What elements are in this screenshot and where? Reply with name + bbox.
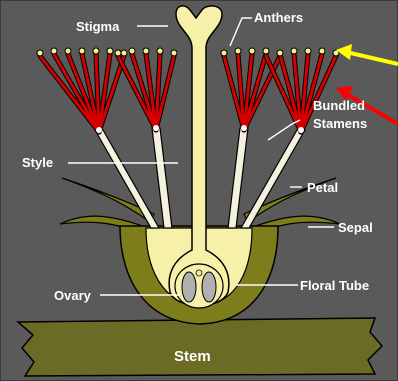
label-floral-tube: Floral Tube (300, 278, 369, 293)
label-anthers: Anthers (254, 10, 303, 25)
label-petal: Petal (307, 180, 338, 195)
stem (18, 318, 382, 376)
ovule-left (182, 272, 196, 302)
ovule-connector (196, 270, 202, 276)
ovary (175, 264, 223, 308)
label-sepal: Sepal (338, 220, 373, 235)
label-ovary: Ovary (54, 288, 92, 303)
label-style: Style (22, 155, 53, 170)
label-stem: Stem (174, 348, 211, 365)
label-stigma: Stigma (76, 19, 120, 34)
label-bundled: Bundled (313, 98, 365, 113)
label-stamens: Stamens (313, 116, 367, 131)
ovule-right (202, 272, 216, 302)
